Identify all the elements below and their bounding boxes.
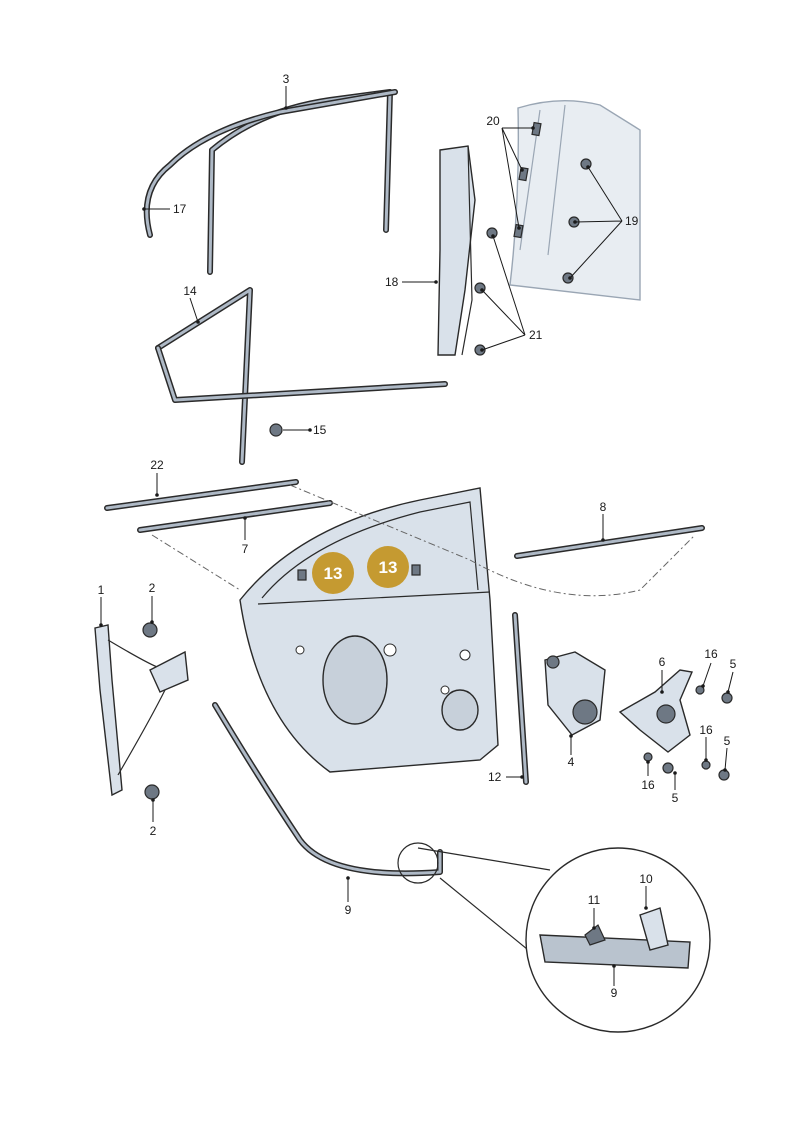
callout-5-lower-left[interactable]: 5 xyxy=(672,791,679,805)
part-7-inner-waist-seal xyxy=(137,500,333,533)
part-1-window-regulator xyxy=(94,622,189,800)
part-14-window-guide xyxy=(155,287,448,465)
highlight-callout-13-left[interactable]: 13 xyxy=(312,552,354,594)
reference-lines xyxy=(151,484,696,597)
callout-11[interactable]: 11 xyxy=(588,893,601,907)
part-22-outer-waist-seal xyxy=(104,479,299,511)
callout-9-detail[interactable]: 9 xyxy=(611,986,618,1000)
callout-17[interactable]: 17 xyxy=(173,202,187,216)
screws-21 xyxy=(474,227,498,356)
part-6-motor-bracket xyxy=(618,669,733,781)
highlight-13-left-label: 13 xyxy=(324,564,343,583)
callout-15[interactable]: 15 xyxy=(313,423,327,437)
callout-2-bottom[interactable]: 2 xyxy=(150,824,157,838)
clips-20 xyxy=(513,121,542,239)
callout-labels: 3 17 20 19 18 21 14 15 22 7 8 1 2 2 6 16… xyxy=(98,72,737,1000)
callout-16-lower-right[interactable]: 16 xyxy=(699,723,713,737)
callout-14[interactable]: 14 xyxy=(183,284,197,298)
callout-12[interactable]: 12 xyxy=(488,770,502,784)
callout-19[interactable]: 19 xyxy=(625,214,639,228)
callout-16-lower-left[interactable]: 16 xyxy=(641,778,655,792)
highlight-callout-13-right[interactable]: 13 xyxy=(367,546,409,588)
callout-1[interactable]: 1 xyxy=(98,583,105,597)
callout-5-lower-right[interactable]: 5 xyxy=(724,734,731,748)
highlight-badge xyxy=(367,546,409,588)
part-12-rear-guide-seal xyxy=(512,612,529,785)
callout-20[interactable]: 20 xyxy=(486,114,500,128)
part-8-door-edge-seal xyxy=(514,525,705,559)
leader-lines xyxy=(99,86,734,986)
highlight-badge xyxy=(312,552,354,594)
part-3-window-channel-seal xyxy=(143,89,398,275)
highlight-13-right-label: 13 xyxy=(379,558,398,577)
callout-9[interactable]: 9 xyxy=(345,903,352,917)
detail-magnifier xyxy=(397,842,711,1033)
callout-8[interactable]: 8 xyxy=(600,500,607,514)
callout-6[interactable]: 6 xyxy=(659,655,666,669)
part-18-pillar-trim-group xyxy=(437,99,641,356)
callout-18[interactable]: 18 xyxy=(385,275,399,289)
callout-5-upper[interactable]: 5 xyxy=(730,657,737,671)
callout-10[interactable]: 10 xyxy=(639,872,653,886)
nuts-19 xyxy=(562,158,592,284)
callout-21[interactable]: 21 xyxy=(529,328,543,342)
part-9-lower-door-seal xyxy=(212,702,443,877)
callout-3[interactable]: 3 xyxy=(283,72,290,86)
callout-22[interactable]: 22 xyxy=(150,458,164,472)
part-4-window-motor xyxy=(544,651,606,736)
callout-16-upper[interactable]: 16 xyxy=(704,647,718,661)
callout-2-top[interactable]: 2 xyxy=(149,581,156,595)
door-shell xyxy=(239,487,499,773)
callout-7[interactable]: 7 xyxy=(242,542,249,556)
callout-4[interactable]: 4 xyxy=(568,755,575,769)
